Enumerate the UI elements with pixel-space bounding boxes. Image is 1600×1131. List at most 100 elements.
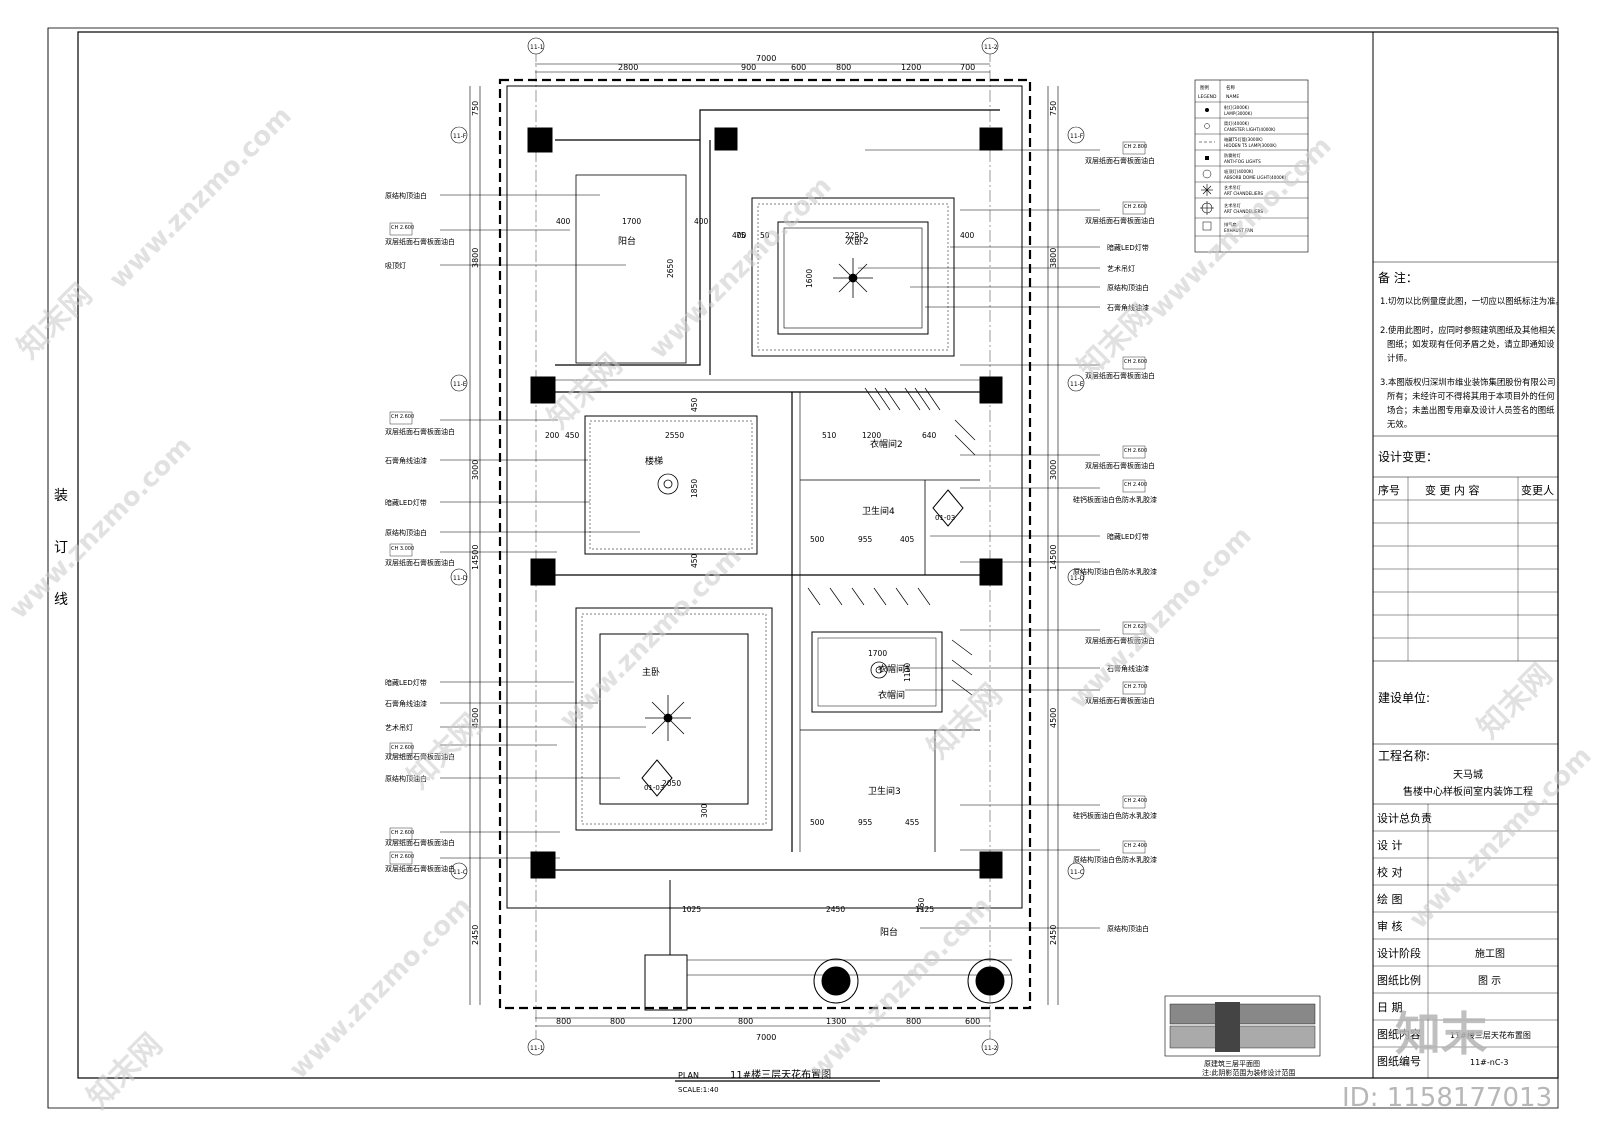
ceiling-height-tag: CH 2.400	[1124, 798, 1147, 804]
column	[979, 851, 1003, 879]
row-label: 图纸内容	[1377, 1027, 1421, 1041]
scale-label: SCALE:1:40	[678, 1086, 719, 1094]
ceiling-height-tag: CH 2.625	[1124, 624, 1147, 630]
round-column-core	[975, 966, 1005, 996]
legend-item: CANISTER LIGHT(4000K)	[1224, 127, 1276, 132]
legend-header: 图例	[1200, 84, 1209, 91]
dim-inner: 1700	[622, 217, 641, 226]
chandelier-icon	[1200, 201, 1214, 215]
dome-light-icon	[1202, 169, 1212, 179]
annotation: 原结构顶油白色防水乳胶漆	[1073, 567, 1157, 576]
annotation: 原结构顶油白	[385, 191, 427, 200]
row-label: 设 计	[1377, 839, 1403, 852]
dim-inner: 955	[858, 818, 873, 827]
grid-label: 11-E	[453, 381, 467, 388]
ceiling-panel-master-core	[599, 633, 749, 805]
dim-seg: 800	[556, 1017, 571, 1026]
legend-item: 艺术吊灯	[1224, 202, 1242, 209]
dim-inner: 455	[905, 818, 920, 827]
dim-seg: 4500	[471, 708, 480, 728]
changes-col-no: 序号	[1378, 483, 1400, 497]
legend-item: 吸顶灯(4000K)	[1224, 168, 1254, 175]
dimension-texts-vertical: 14500 750 3800 3000 4500 2450 14500 750 …	[471, 101, 1058, 945]
note-line: 所有；未经许可不得将其用于本项目外的任何	[1387, 391, 1555, 401]
dome-light-icon	[657, 473, 679, 495]
floor-plan	[469, 50, 1059, 1040]
legend-header: NAME	[1226, 94, 1239, 100]
watermark-text: www.znzmo.com	[1064, 521, 1258, 715]
annotation: 双层纸面石膏板面油白	[1085, 371, 1155, 380]
annotation: 双层纸面石膏板面油白	[1085, 461, 1155, 470]
watermark-text: www.znzmo.com	[1404, 741, 1598, 935]
watermark-text: 知末网	[921, 677, 1009, 765]
annotation: 原结构顶油白色防水乳胶漆	[1073, 855, 1157, 864]
annotation: 双层纸面石膏板面油白	[1085, 696, 1155, 705]
project-label: 工程名称:	[1378, 748, 1430, 763]
left-ceiling-tags: CH 2.600 CH 2.600 CH 3.000 CH 2.600 CH 2…	[389, 222, 414, 865]
right-annotations: 双层纸面石膏板面油白 双层纸面石膏板面油白 暗藏LED灯带 艺术吊灯 原结构顶油…	[858, 149, 1157, 933]
legend-item: 艺术吊灯	[1224, 184, 1242, 191]
dim-inner: 2250	[845, 231, 864, 240]
ceiling-height-tag: CH 2.800	[1124, 144, 1147, 150]
annotation: 暗藏LED灯带	[385, 678, 427, 687]
room-label-closet1: 衣帽间1	[878, 663, 911, 675]
dim-inner: 400	[556, 217, 571, 226]
dim-seg: 2450	[1049, 925, 1058, 945]
dim-seg: 700	[960, 63, 975, 72]
grid-label: 11-C	[453, 869, 467, 876]
dim-inner: 75	[736, 231, 746, 240]
dim-seg: 1200	[901, 63, 921, 72]
note-line: 图纸；如发现有任何矛盾之处，请立即通知设	[1387, 339, 1555, 349]
annotation: 原结构顶油白	[385, 774, 427, 783]
dim-inner: 450	[690, 397, 699, 412]
round-column	[967, 958, 1013, 1004]
ceiling-height-tag: CH 2.600	[391, 414, 414, 420]
dim-seg: 4500	[1049, 708, 1058, 728]
dim-inner: 500	[810, 818, 825, 827]
note-line: 无效。	[1387, 419, 1412, 429]
room-label-balcony: 阳台	[618, 235, 636, 247]
art-chandelier-icon	[645, 695, 691, 741]
ceiling-height-tag: CH 3.000	[391, 546, 414, 552]
ceiling-height-tag: CH 2.600	[1124, 204, 1147, 210]
legend-item: 射灯(3000K)	[1224, 104, 1249, 111]
annotation: 双层纸面石膏板面油白	[1085, 636, 1155, 645]
dim-inner: 405	[900, 535, 915, 544]
column	[979, 127, 1003, 151]
dim-seg: 750	[471, 101, 480, 116]
legend-item: 暗藏T5灯管(3000K)	[1224, 136, 1263, 143]
watermark-text: www.znzmo.com	[284, 891, 478, 1085]
dim-inner: 1600	[805, 269, 814, 288]
dim-seg: 800	[836, 63, 851, 72]
title-block	[1372, 31, 1559, 1079]
dim-inner: 1025	[682, 905, 701, 914]
dim-seg: 800	[906, 1017, 921, 1026]
dim-seg: 3800	[471, 248, 480, 268]
grid-label: 11-C	[1070, 869, 1084, 876]
legend-item: 筒灯(4000K)	[1224, 120, 1249, 127]
row-label: 绘 图	[1377, 892, 1403, 906]
watermark-id: ID: 1158177013	[1342, 1083, 1552, 1113]
note-line: 1.切勿以比例量度此图，一切应以图纸标注为准。	[1380, 296, 1564, 306]
art-chandelier-icon	[833, 258, 873, 298]
ceiling-height-tag: CH 2.400	[1124, 482, 1147, 488]
annotation: 暗藏LED灯带	[385, 498, 427, 507]
dim-inner: 400	[732, 231, 747, 240]
annotation: 石膏角线油漆	[1107, 303, 1149, 312]
ceiling-height-tag: CH 2.400	[1124, 843, 1147, 849]
row-label: 设计阶段	[1377, 946, 1421, 960]
dim-inner: 450	[565, 431, 580, 440]
ceiling-panel-bedroom2	[751, 197, 955, 357]
ceiling-height-tag: CH 2.600	[1124, 448, 1147, 454]
dim-seg: 600	[965, 1017, 980, 1026]
dim-seg: 900	[741, 63, 756, 72]
ceiling-panel-master-inner	[581, 613, 767, 825]
ceiling-panel-closet1-inner	[817, 637, 937, 707]
dim-inner: 500	[810, 535, 825, 544]
grid-label: 11-D	[1070, 575, 1085, 582]
grid-label: 11-E	[1070, 381, 1084, 388]
dim-seg: 1300	[826, 1017, 846, 1026]
watermark-text: www.znzmo.com	[4, 431, 198, 625]
left-annotations: 原结构顶油白 双层纸面石膏板面油白 吸顶灯 双层纸面石膏板面油白 石膏角线油漆 …	[385, 191, 646, 873]
annotation: 双层纸面石膏板面油白	[385, 864, 455, 873]
